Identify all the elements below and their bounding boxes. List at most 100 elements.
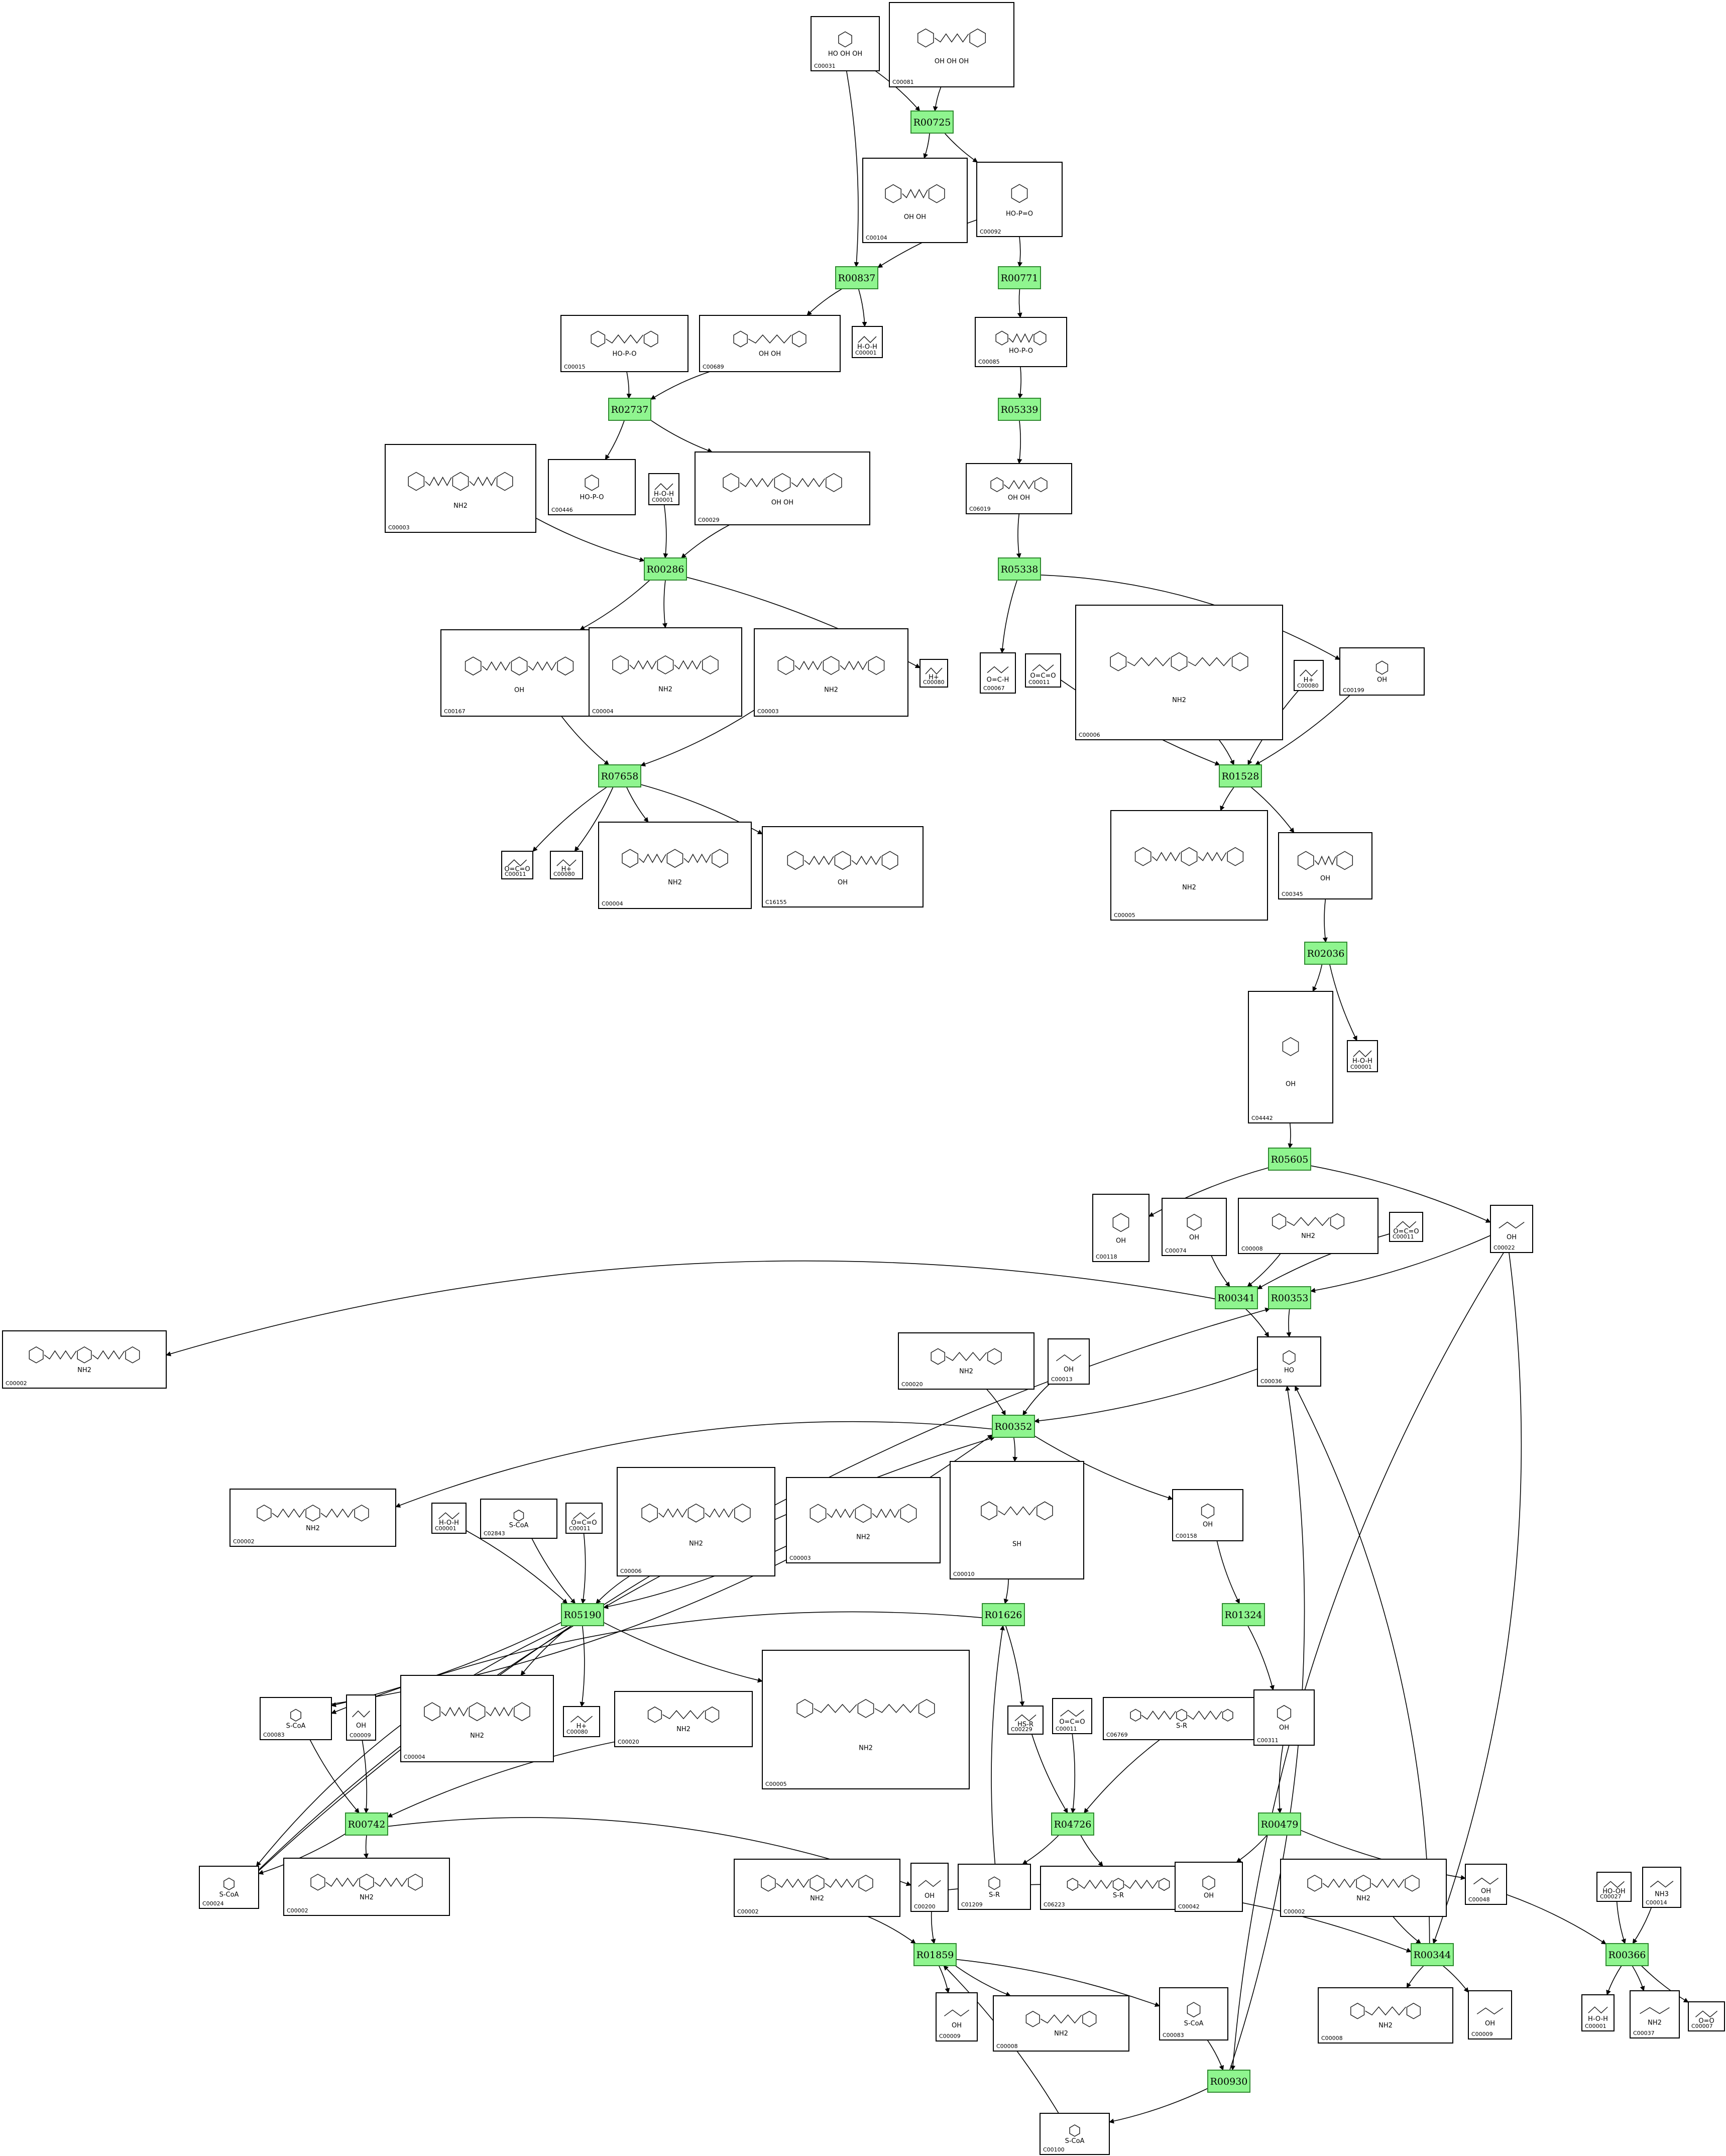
reaction-node[interactable]: R01859 xyxy=(913,1943,957,1966)
reaction-node[interactable]: R00771 xyxy=(998,266,1041,289)
reaction-node[interactable]: R05190 xyxy=(561,1603,604,1626)
reaction-node[interactable]: R00837 xyxy=(835,266,878,289)
reaction-node[interactable]: R02737 xyxy=(608,398,651,421)
compound-node[interactable]: H+C00080 xyxy=(1294,660,1324,691)
reaction-node[interactable]: R00930 xyxy=(1207,2070,1250,2093)
reaction-node[interactable]: R00725 xyxy=(910,110,954,134)
compound-node[interactable]: H+C00080 xyxy=(563,1706,600,1737)
reaction-node[interactable]: R04726 xyxy=(1051,1812,1094,1836)
compound-node[interactable]: H+C00080 xyxy=(550,851,583,879)
reaction-node[interactable]: R07658 xyxy=(598,764,641,787)
reaction-node[interactable]: R02036 xyxy=(1304,942,1347,965)
reaction-node[interactable]: R00341 xyxy=(1215,1286,1258,1309)
reaction-node[interactable]: R00366 xyxy=(1605,1943,1649,1966)
reaction-node[interactable]: R00344 xyxy=(1411,1943,1454,1966)
reaction-node[interactable]: R05338 xyxy=(998,557,1041,581)
reaction-node[interactable]: R00353 xyxy=(1268,1286,1311,1309)
reaction-node[interactable]: R00352 xyxy=(992,1415,1035,1438)
reaction-node[interactable]: R01324 xyxy=(1222,1603,1265,1626)
compound-node[interactable]: H+C00080 xyxy=(919,659,948,688)
reaction-node[interactable]: R00742 xyxy=(345,1812,388,1836)
reaction-node[interactable]: R05339 xyxy=(998,398,1041,421)
reaction-node[interactable]: R01626 xyxy=(982,1603,1025,1626)
reaction-node[interactable]: R00479 xyxy=(1258,1812,1301,1836)
reaction-node[interactable]: R01528 xyxy=(1219,764,1262,787)
reaction-node[interactable]: R00286 xyxy=(644,557,687,581)
reaction-node[interactable]: R05605 xyxy=(1268,1148,1311,1171)
